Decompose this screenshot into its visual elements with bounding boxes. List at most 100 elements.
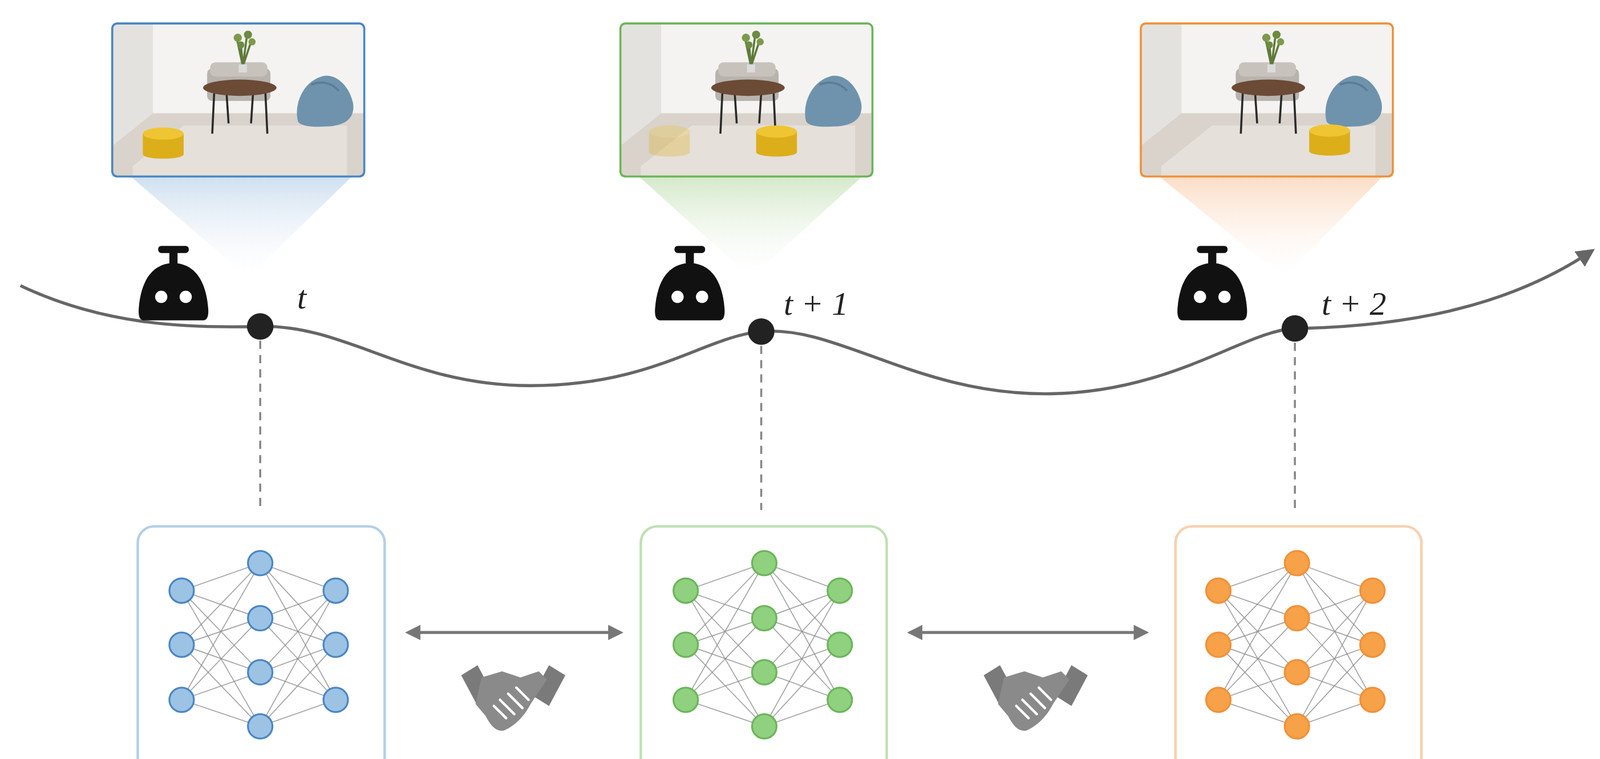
robot-antenna <box>685 250 694 266</box>
robot-eye <box>1218 290 1231 303</box>
neural-network <box>1205 551 1385 739</box>
network-weight <box>1218 563 1298 701</box>
double-arrow <box>910 630 1146 634</box>
network-neuron <box>323 687 348 713</box>
network-weight <box>181 563 261 701</box>
network-weight <box>260 645 336 727</box>
network-weight <box>685 563 765 701</box>
time-dot <box>1281 315 1309 343</box>
network-weight <box>764 563 840 701</box>
network-neuron <box>248 659 273 685</box>
network-neuron <box>751 659 777 685</box>
network-neuron <box>1205 632 1231 658</box>
robot-icon <box>1177 245 1247 321</box>
robot-icon <box>654 245 725 321</box>
network-neuron <box>248 714 273 739</box>
network-weight <box>1218 645 1298 727</box>
robot-icon <box>138 245 209 321</box>
network-weight <box>1218 563 1298 646</box>
network-weight <box>685 563 765 646</box>
view-fan <box>130 176 352 278</box>
network-weight <box>181 618 261 700</box>
network-weight <box>764 645 840 727</box>
scene-photo <box>1140 23 1393 177</box>
time-label: t + 2 <box>1319 287 1389 321</box>
robot-body <box>1177 263 1247 321</box>
handshake-fingers <box>493 687 529 719</box>
network-neuron <box>673 687 699 713</box>
network-neuron <box>1205 578 1231 603</box>
network-neuron <box>323 632 348 658</box>
robot-body <box>138 263 209 321</box>
network-weight <box>1297 563 1373 646</box>
view-fan <box>1159 176 1383 278</box>
robot-eye <box>695 290 708 303</box>
network-neuron <box>751 606 777 631</box>
view-fan <box>638 176 863 278</box>
network-box <box>1175 526 1422 759</box>
robot-eye <box>1193 290 1206 303</box>
network-neuron <box>1284 659 1310 685</box>
network-neuron <box>169 578 194 603</box>
time-label: t <box>294 281 309 315</box>
network-neuron <box>323 578 348 603</box>
network-neuron <box>827 632 853 658</box>
neural-network <box>673 551 853 739</box>
handshake-icon <box>983 665 1088 731</box>
network-weight <box>1218 590 1298 727</box>
robot-antenna <box>169 250 178 266</box>
robot-eye <box>179 290 192 303</box>
network-neuron <box>169 687 194 713</box>
network-neuron <box>1360 687 1385 713</box>
network-neuron <box>1284 551 1310 576</box>
network-weight <box>764 563 840 646</box>
network-neuron <box>1284 606 1310 631</box>
dashed-line <box>258 341 262 511</box>
network-neuron <box>751 714 777 739</box>
network-neuron <box>1360 578 1385 603</box>
neural-network <box>169 551 348 739</box>
network-weight <box>685 590 765 727</box>
robot-body <box>654 263 725 321</box>
network-neuron <box>1284 714 1310 739</box>
network-neuron <box>248 551 273 576</box>
handshake-fingers <box>1016 687 1052 719</box>
network-weight <box>1297 645 1373 727</box>
network-box <box>640 526 887 759</box>
robot-eye <box>155 290 168 303</box>
double-arrow <box>408 630 621 634</box>
network-weight <box>764 590 840 673</box>
network-neuron <box>673 578 699 603</box>
network-weight <box>1218 618 1298 700</box>
handshake-hands <box>475 671 548 731</box>
time-dot <box>747 318 775 346</box>
network-neuron <box>1360 632 1385 658</box>
network-weight <box>260 563 336 701</box>
network-neuron <box>751 551 777 576</box>
robot-antenna <box>1208 250 1217 266</box>
network-weight <box>181 645 261 727</box>
time-dot <box>246 313 274 340</box>
trajectory-curve <box>20 250 1593 395</box>
network-neuron <box>673 632 699 658</box>
network-weight <box>1297 563 1373 701</box>
network-weight <box>685 645 765 727</box>
network-weight <box>1297 590 1373 673</box>
network-weight <box>260 563 336 646</box>
handshake-icon <box>461 665 566 731</box>
network-weight <box>181 590 261 727</box>
network-weight <box>181 563 261 646</box>
network-neuron <box>827 578 853 603</box>
network-box <box>138 526 386 759</box>
network-weight <box>685 618 765 700</box>
robot-eye <box>671 290 684 303</box>
network-neuron <box>248 606 273 631</box>
handshake-hands <box>998 671 1070 731</box>
network-weight <box>260 590 336 673</box>
dashed-line <box>1293 342 1296 510</box>
network-neuron <box>827 687 853 713</box>
network-neuron <box>169 632 194 658</box>
time-label: t + 1 <box>781 287 851 321</box>
scene-photo <box>620 23 873 177</box>
